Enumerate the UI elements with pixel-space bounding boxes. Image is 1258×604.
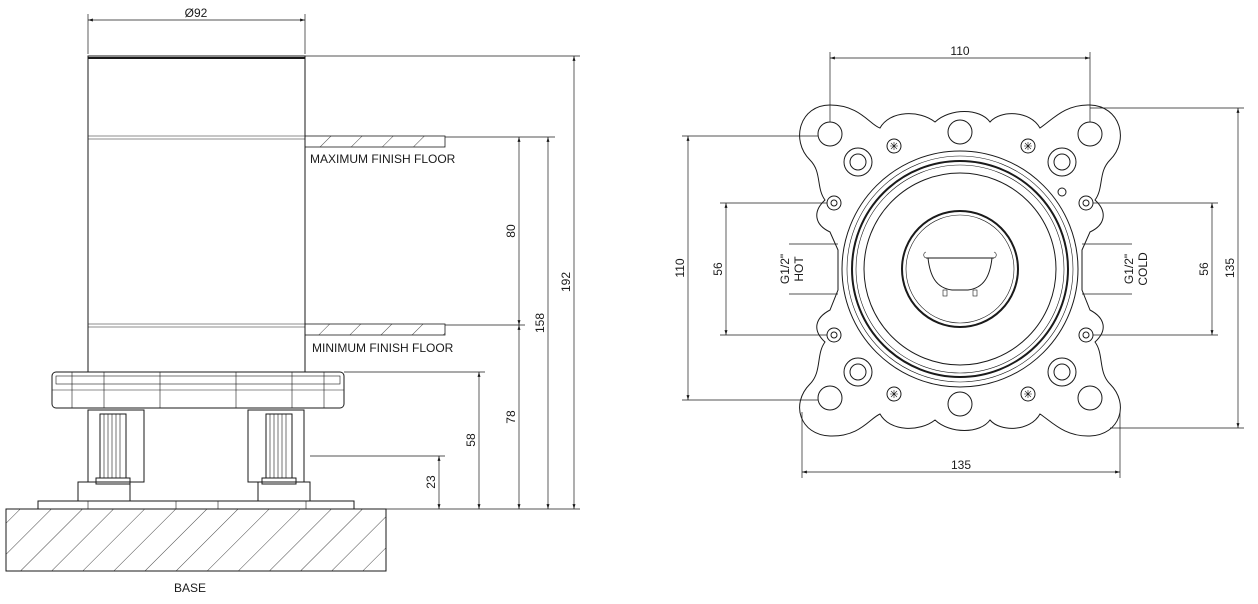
hot-label: HOT [792,256,806,282]
dim-58: 58 [464,433,478,447]
dim-78: 78 [504,410,518,424]
base-plate [37,500,355,510]
side-view: BASE [5,6,580,595]
dim-135-right: 135 [1223,258,1237,278]
dim-56-right: 56 [1197,262,1211,276]
min-floor-label: MINIMUM FINISH FLOOR [312,341,454,355]
mounting-plate [51,371,345,409]
dim-158: 158 [533,313,547,333]
cylinder-body [87,55,306,373]
base-label: BASE [174,581,206,595]
dim-80: 80 [504,224,518,238]
max-floor-hatch [304,135,446,148]
dim-135-bottom: 135 [951,458,971,472]
left-leg [77,409,145,502]
dim-56-left: 56 [711,262,725,276]
max-floor-label: MAXIMUM FINISH FLOOR [310,152,456,166]
min-floor-hatch [304,323,446,336]
hot-thread-label: G1/2" [778,254,792,284]
dim-192: 192 [559,272,573,292]
base-block [5,508,387,572]
inner-cartridge-ring [901,210,1019,328]
gasket-ring [851,160,1069,378]
outer-ring [841,150,1079,388]
cold-thread-label: G1/2" [1122,254,1136,284]
dim-23: 23 [424,475,438,489]
outer-lobed-outline [799,104,1121,437]
dim-110-top: 110 [950,44,969,58]
bathtub-icon [923,251,997,297]
diameter-label: Ø92 [185,6,208,20]
top-view: G1/2" HOT G1/2" COLD 110 110 56 56 135 [673,44,1244,478]
dim-110-left: 110 [673,258,687,277]
cold-label: COLD [1136,252,1150,286]
right-leg [247,409,311,502]
